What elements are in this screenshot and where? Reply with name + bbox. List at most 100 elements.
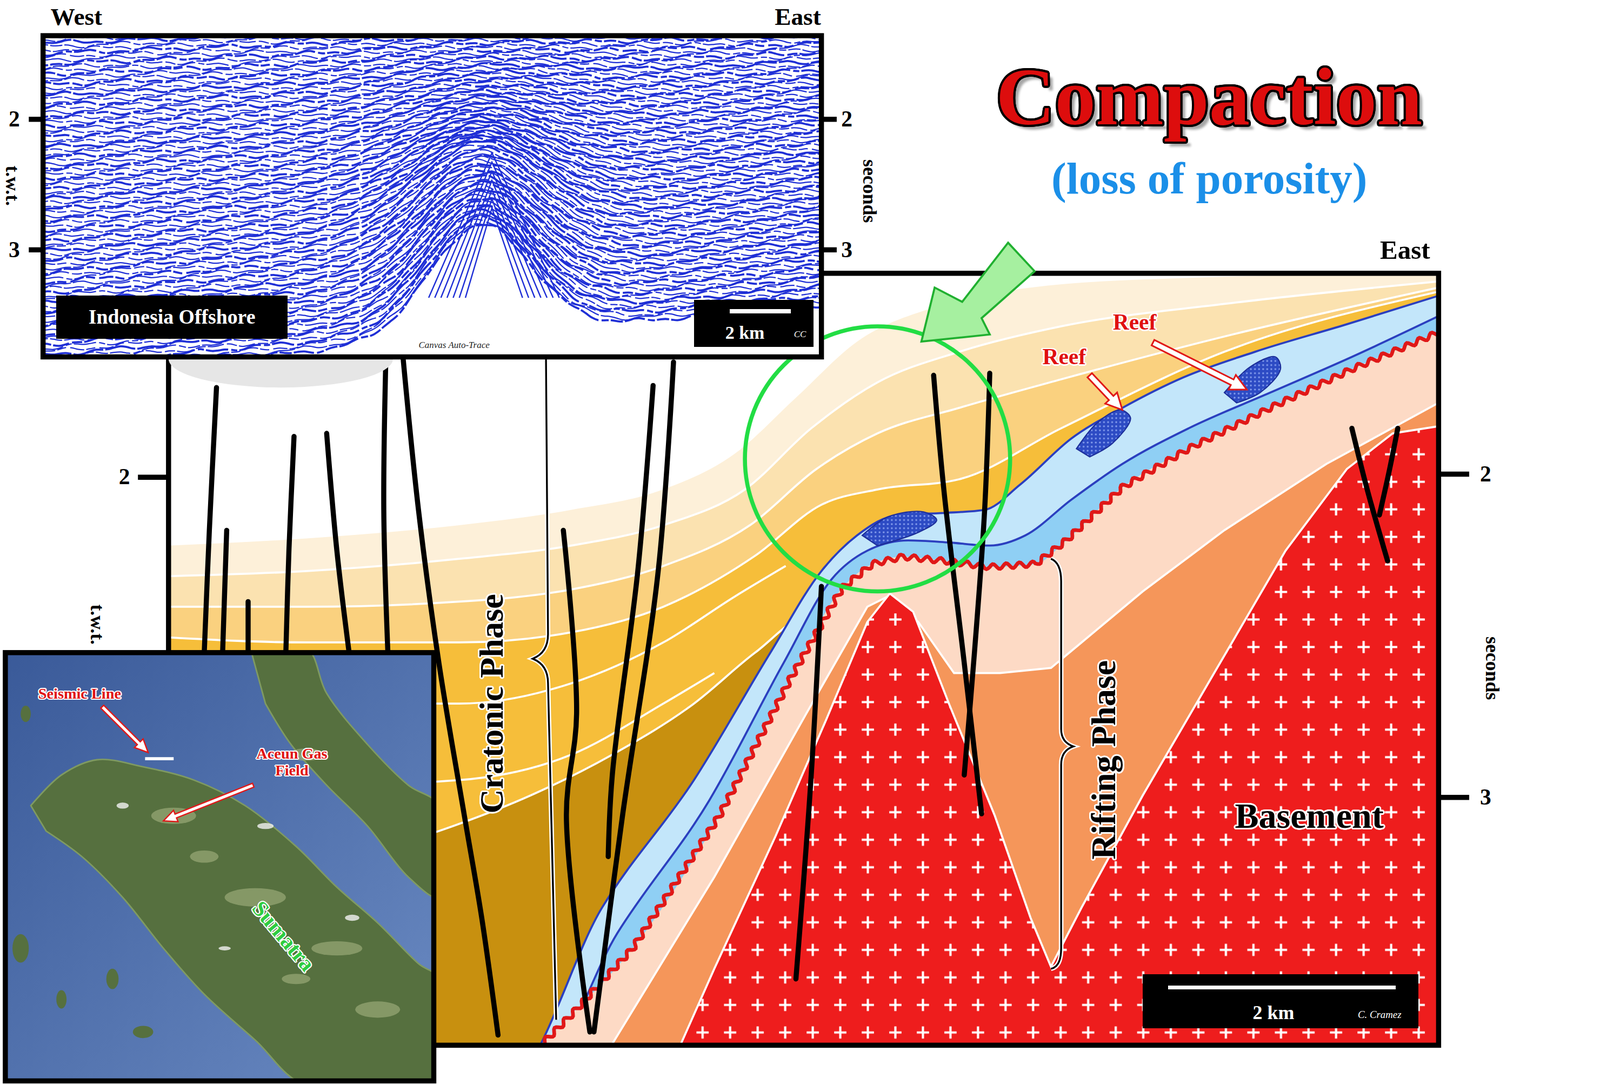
seismic-reflector xyxy=(43,209,822,355)
box-text: 2 km xyxy=(725,322,765,343)
axis-number: 2 xyxy=(118,464,131,490)
direction-label: East xyxy=(1380,235,1431,265)
axis-tick xyxy=(821,247,837,253)
direction-label: West xyxy=(50,3,103,31)
axis-tick xyxy=(28,116,43,122)
axis-tick xyxy=(1438,795,1470,800)
fault-line xyxy=(326,433,350,653)
seismic-reflector xyxy=(452,189,535,298)
direction-label: East xyxy=(774,3,822,31)
bracket xyxy=(532,358,557,1020)
location-map xyxy=(5,652,435,1082)
axis-number: 2 xyxy=(1480,462,1492,488)
axis-tick xyxy=(28,247,43,253)
island xyxy=(106,969,119,990)
scale-line xyxy=(729,309,791,314)
legend-box: Indonesia Offshore xyxy=(56,295,289,339)
panel-border xyxy=(5,652,435,1082)
panel-border xyxy=(43,35,822,357)
watermark: Canvas Auto-Trace xyxy=(418,340,490,351)
cloud xyxy=(257,823,274,830)
axis-tick xyxy=(821,116,837,122)
island xyxy=(132,1026,154,1039)
seismic-line-marker xyxy=(144,757,174,761)
reef-body xyxy=(862,511,937,546)
scale-bar: 2 km C. Cramez xyxy=(1142,974,1419,1029)
terrain-patch xyxy=(311,941,363,956)
title: Compaction xyxy=(995,51,1423,142)
box-text: Indonesia Offshore xyxy=(88,305,256,329)
island xyxy=(12,934,29,964)
seismic-reflector xyxy=(43,158,822,280)
seismic-reflector xyxy=(43,135,822,232)
seismic-reflector xyxy=(43,137,822,242)
credit-text: C. Cramez xyxy=(1357,1009,1402,1022)
leader-arrow xyxy=(163,783,254,823)
seismic-section xyxy=(43,35,822,357)
terrain-patch xyxy=(189,850,219,864)
leader-arrow xyxy=(1087,373,1123,411)
cloud xyxy=(116,802,130,809)
terrain-patch xyxy=(355,1001,400,1018)
fault-line xyxy=(933,375,982,815)
seismic-reflector xyxy=(43,105,822,166)
terrain-patch xyxy=(281,974,311,985)
reef-body xyxy=(1076,410,1131,458)
seismic-reflector xyxy=(459,198,529,298)
bracket-halo xyxy=(1050,558,1074,970)
seismic-reflector xyxy=(43,165,822,289)
fault-line xyxy=(594,362,674,1033)
phase-label: Rifting Phase xyxy=(1084,660,1124,860)
axis-number: 3 xyxy=(8,237,20,263)
seismic-reflector xyxy=(441,171,548,298)
terrain-patch xyxy=(224,888,286,908)
syn-rift-layer xyxy=(602,402,1439,1046)
phase-label: Cratonic Phase xyxy=(472,594,511,815)
cloud xyxy=(344,915,359,922)
pre-rift-layer xyxy=(530,332,1439,1046)
scale-bar: 2 km CC xyxy=(694,300,814,348)
box-text: 2 km xyxy=(1252,1002,1295,1024)
seismic-reflector xyxy=(43,215,822,357)
fault-line xyxy=(204,387,217,653)
map-label: Aceun Gas Field xyxy=(242,745,341,779)
axis-number: 3 xyxy=(841,237,853,263)
axis-title: t.w.t. xyxy=(85,604,108,645)
pointer-arrow xyxy=(921,242,1035,342)
reef-label: Reef xyxy=(1112,310,1157,336)
axis-title: seconds xyxy=(1481,636,1503,701)
seismic-reflector xyxy=(465,208,523,298)
axis-tick xyxy=(137,474,169,480)
cloud xyxy=(218,946,231,951)
fault-line xyxy=(795,586,822,980)
fault-line xyxy=(1379,428,1398,516)
scale-line xyxy=(1168,985,1396,991)
basement-body xyxy=(673,426,1439,1046)
axis-tick xyxy=(1438,471,1470,477)
seismic-reflector xyxy=(447,180,542,298)
fault-line xyxy=(245,601,251,653)
seismic-reflector xyxy=(43,213,822,357)
axis-number: 3 xyxy=(1480,785,1492,811)
island xyxy=(20,705,31,723)
fault-line xyxy=(608,385,653,857)
unit-label: Basement xyxy=(1234,796,1384,837)
seismic-reflector xyxy=(428,152,560,298)
seismic-reflector xyxy=(434,162,553,298)
leader-arrow xyxy=(1151,340,1247,390)
axis-title: t.w.t. xyxy=(1,165,23,206)
leader-arrow xyxy=(100,705,149,753)
fault-line xyxy=(563,530,590,1033)
unconformity-line xyxy=(530,332,1439,1046)
fault-line xyxy=(222,530,228,653)
bracket xyxy=(1050,558,1074,970)
fault-line xyxy=(285,436,295,653)
seismic-reflector xyxy=(43,206,822,352)
axis-number: 2 xyxy=(841,107,853,132)
credit-text: CC xyxy=(794,329,807,340)
axis-title: seconds xyxy=(858,158,880,223)
subtitle: (loss of porosity) xyxy=(1051,154,1368,204)
fault-line xyxy=(383,358,389,653)
fault-line xyxy=(964,373,990,776)
